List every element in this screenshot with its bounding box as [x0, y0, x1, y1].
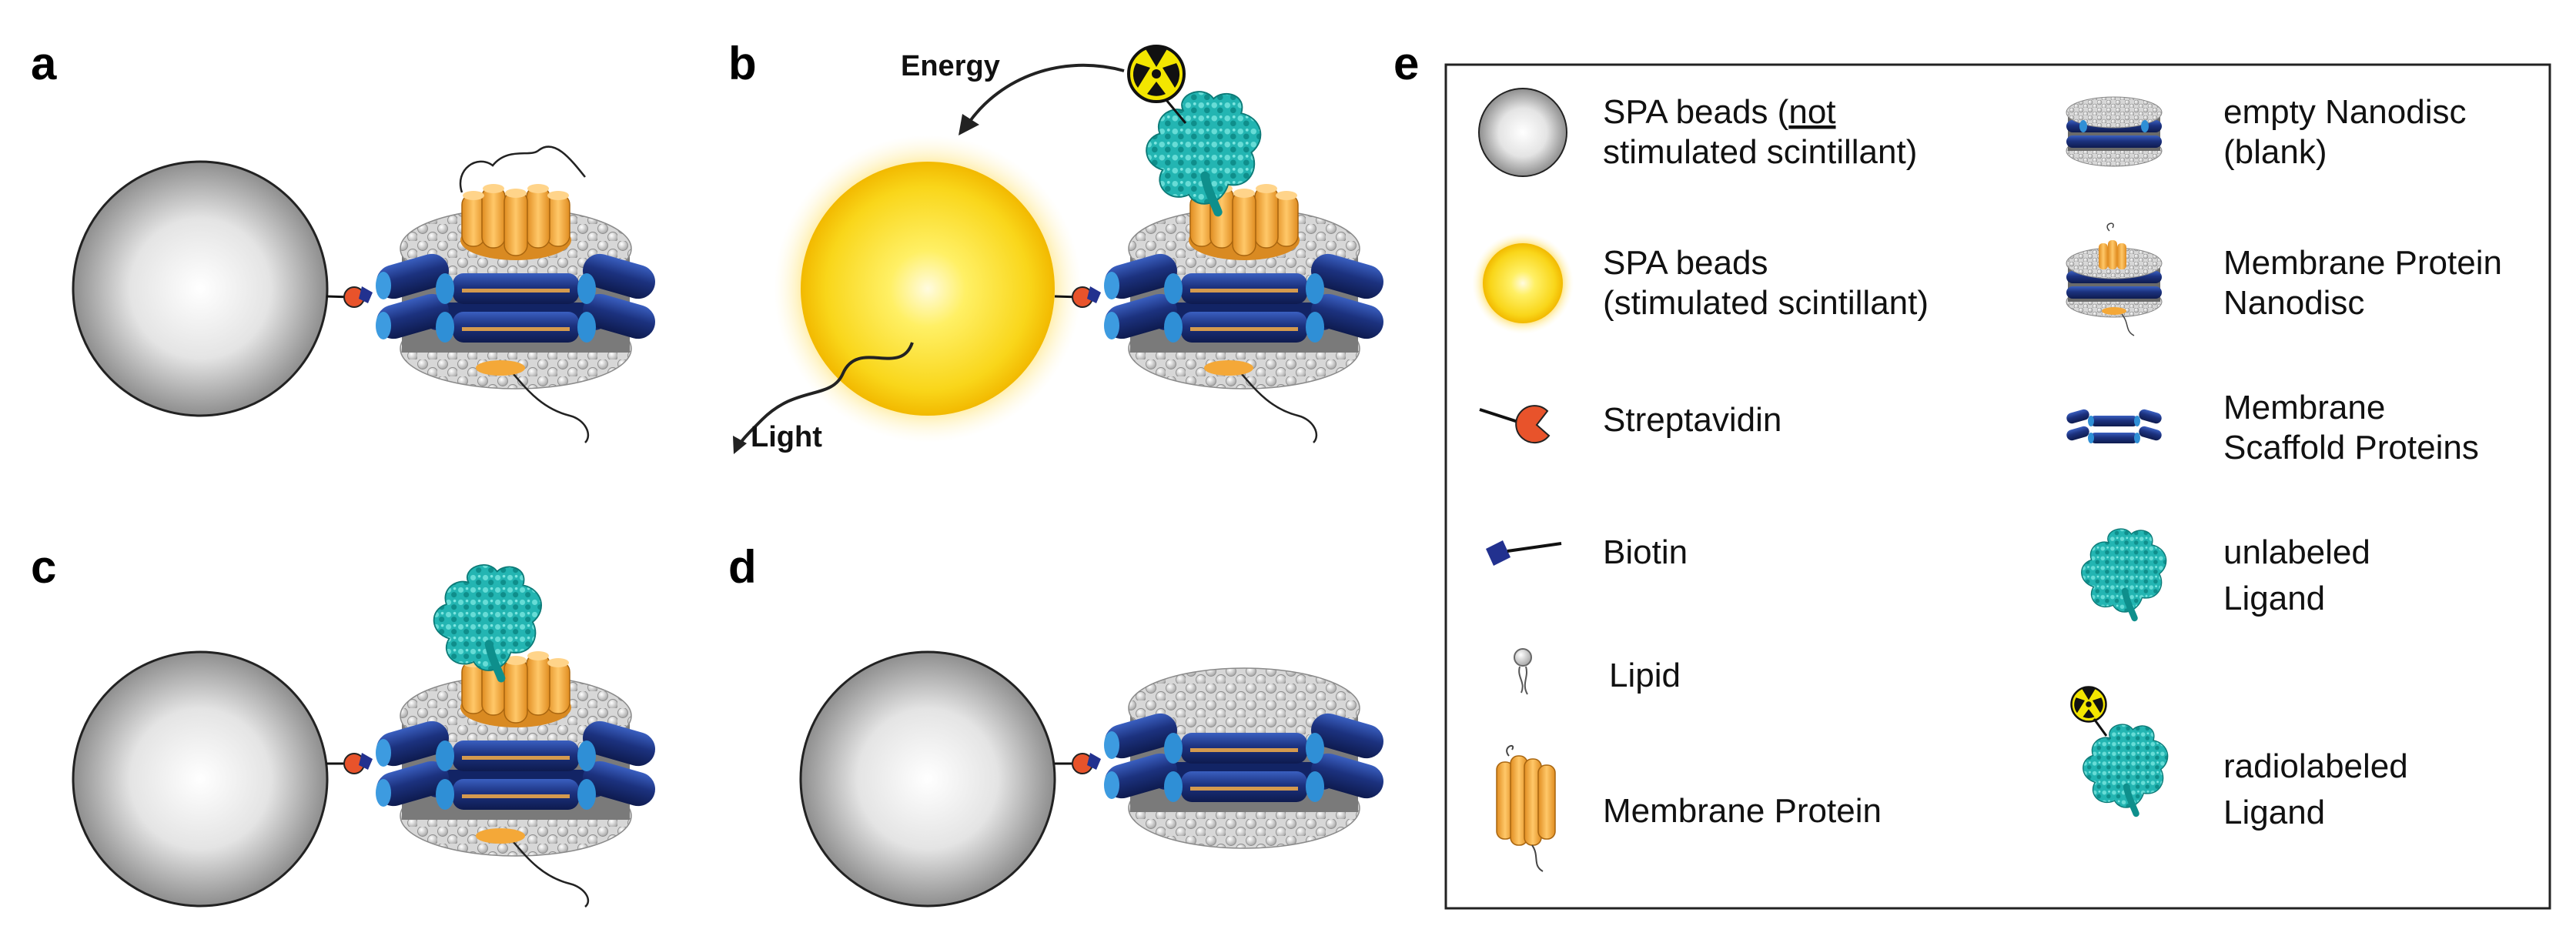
legend-label-empty-nanodisc-line2: (blank) [2223, 133, 2327, 171]
legend-label-unlabeled-line2: Ligand [2223, 580, 2325, 617]
legend-label-radiolabeled-line2: Ligand [2223, 794, 2325, 831]
legend-membrane-protein-icon [1496, 744, 1556, 872]
protein-bottom [1204, 360, 1253, 376]
panel-a [72, 145, 660, 443]
panel-label-b: b [728, 38, 757, 89]
protein-loops [459, 145, 586, 193]
legend-radio-linker [2093, 718, 2108, 737]
protein-tail [507, 367, 590, 443]
biotin [1087, 753, 1101, 770]
legend-label-empty-nanodisc-line1: empty Nanodisc [2223, 93, 2466, 131]
energy-arrowhead [958, 114, 979, 135]
legend-label-spa-not-stim-line2: stimulated scintillant) [1603, 133, 1917, 171]
legend-frame [1444, 63, 2551, 910]
legend-label-membrane-protein: Membrane Protein [1603, 792, 1882, 830]
light-label: Light [751, 421, 822, 453]
panel-e-legend: SPA beads (not stimulated scintillant) S… [1444, 63, 2551, 910]
legend-label-mp-nanodisc-line2: Nanodisc [2223, 284, 2364, 322]
membrane-protein [460, 183, 572, 261]
legend-label-spa-stim-line1: SPA beads [1603, 244, 1768, 282]
legend-streptavidin-icon [1479, 405, 1551, 444]
energy-label: Energy [901, 50, 1000, 82]
panel-label-c: c [31, 541, 56, 593]
legend-msp-icon [2066, 409, 2162, 443]
energy-arrow [967, 63, 1125, 125]
radioactive-icon [1127, 44, 1186, 103]
legend-biotin-icon [1486, 540, 1562, 566]
empty-nanodisc [1100, 667, 1388, 849]
light-arrowhead [733, 436, 747, 454]
legend-label-unlabeled-line1: unlabeled [2223, 533, 2370, 571]
panel-c [72, 565, 660, 908]
legend-radio-icon [2070, 686, 2107, 723]
spa-bead-yellow [801, 162, 1055, 416]
protein-bottom [476, 828, 525, 844]
legend-label-lipid: Lipid [1609, 657, 1681, 694]
protein-tail [507, 835, 590, 908]
spa-bead-gray [72, 650, 329, 908]
biotin [359, 753, 373, 770]
panel-label-e: e [1393, 38, 1419, 89]
legend-lipid-icon [1514, 648, 1532, 695]
legend-gray-bead-icon [1478, 88, 1567, 177]
protein-tail [1236, 367, 1318, 443]
legend-mp-nanodisc-icon [2066, 222, 2163, 336]
spa-bead-gray [72, 160, 329, 417]
legend-label-radiolabeled-line1: radiolabeled [2223, 747, 2408, 785]
legend-label-biotin: Biotin [1603, 533, 1688, 571]
spa-bead-gray [799, 650, 1056, 908]
legend-label-mp-nanodisc-line1: Membrane Protein [2223, 244, 2502, 282]
legend-label-spa-not-stim-line1: SPA beads (not [1603, 93, 1836, 131]
panel-b: Energy Light [733, 44, 1388, 454]
panel-label-a: a [31, 38, 57, 89]
panel-label-d: d [728, 541, 757, 593]
legend-empty-nanodisc-icon [2066, 96, 2163, 167]
biotin [359, 286, 373, 303]
panel-d [799, 650, 1388, 908]
legend-label-streptavidin: Streptavidin [1603, 401, 1781, 439]
light-wave [738, 342, 914, 446]
legend-label-msp-line1: Membrane [2223, 389, 2385, 426]
legend-label-spa-stim-line2: (stimulated scintillant) [1603, 284, 1929, 322]
legend-label-msp-line2: Scaffold Proteins [2223, 429, 2479, 466]
biotin [1087, 286, 1101, 303]
legend-yellow-bead-icon [1483, 243, 1563, 323]
protein-bottom [476, 360, 525, 376]
radio-linker [1165, 99, 1187, 124]
